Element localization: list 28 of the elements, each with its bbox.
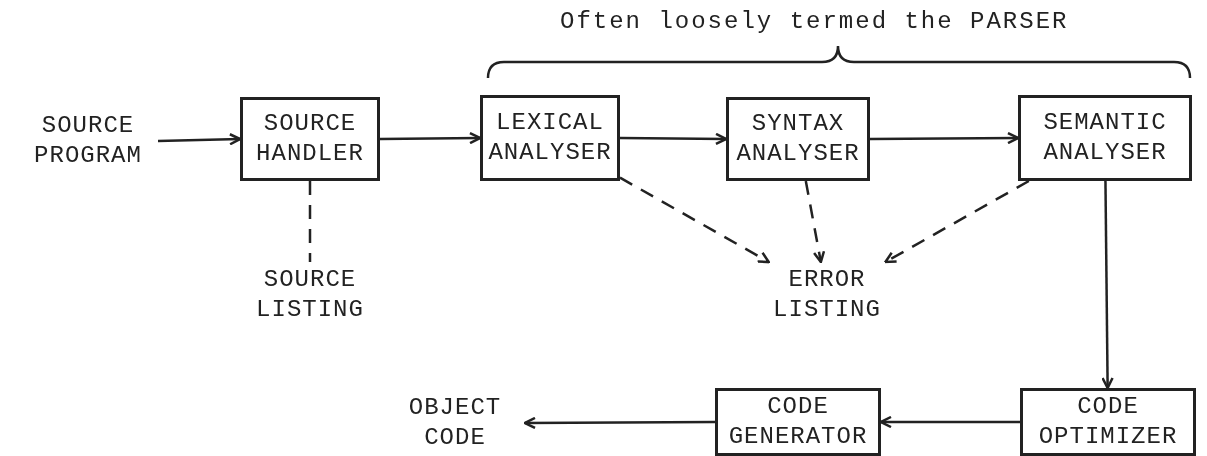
arrow (157, 133, 242, 146)
box-label: SEMANTIC ANALYSER (1042, 108, 1168, 168)
bracket-label: Often loosely termed the PARSER (560, 8, 1069, 35)
process-box (1020, 388, 1196, 456)
arrow (1101, 181, 1114, 390)
process-box (480, 95, 620, 181)
box-label: LEXICAL ANALYSER (487, 108, 613, 168)
node-label: OBJECT CODE (407, 393, 503, 453)
arrow (380, 131, 482, 145)
arrow (523, 416, 715, 430)
connector-line (308, 181, 312, 262)
arrow (804, 180, 826, 264)
arrow (620, 132, 728, 146)
box-label: CODE OPTIMIZER (1037, 392, 1179, 452)
arrow (870, 131, 1020, 145)
process-box (726, 97, 870, 181)
node-label: SOURCE PROGRAM (33, 111, 143, 171)
box-label: SOURCE HANDLER (255, 109, 365, 169)
arrow (884, 179, 1030, 264)
box-label: SYNTAX ANALYSER (735, 109, 861, 169)
process-box (715, 388, 881, 456)
node-label: ERROR LISTING (772, 265, 882, 325)
arrow (619, 176, 771, 264)
arrow (879, 415, 1020, 429)
process-box (240, 97, 380, 181)
box-label: CODE GENERATOR (727, 392, 869, 452)
process-box (1018, 95, 1192, 181)
node-label: SOURCE LISTING (255, 265, 365, 325)
